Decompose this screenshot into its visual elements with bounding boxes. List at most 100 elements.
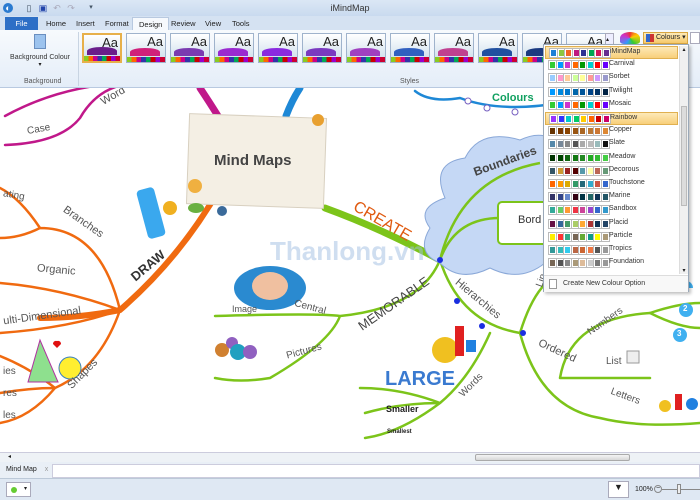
list-label[interactable]: List [606, 356, 622, 367]
colour-swatch [593, 152, 602, 163]
branch-label-partial[interactable]: ies [3, 366, 16, 377]
palette-name: Slate [609, 139, 625, 147]
watermark: Thanlong.vn [270, 236, 425, 266]
save-icon[interactable]: ▣ [38, 3, 48, 13]
colour-palette-item[interactable]: Rainbow [545, 112, 678, 125]
tab-mind-map[interactable]: Mind Map x [6, 466, 48, 473]
redo-icon[interactable]: ↷ [67, 3, 75, 13]
colour-swatch [563, 99, 572, 110]
colour-swatch [585, 231, 595, 242]
branch-draw-children [0, 186, 122, 425]
style-thumbnail[interactable]: Aa [302, 33, 342, 63]
tab-area [52, 464, 700, 478]
tab-design[interactable]: Design [132, 17, 170, 31]
colour-palette-item[interactable]: Tropics [545, 244, 678, 257]
tab-tools[interactable]: Tools [232, 19, 250, 28]
colour-palette-item[interactable]: Sandbox [545, 204, 678, 217]
colour-swatch [578, 139, 587, 150]
undo-icon[interactable]: ↶ [53, 3, 61, 13]
style-swoosh [526, 48, 556, 56]
style-thumbnail[interactable]: Aa [258, 33, 298, 63]
colour-palette-item[interactable]: Placid [545, 218, 678, 231]
colour-palette-item[interactable]: Decorous [545, 165, 678, 178]
horizontal-scrollbar[interactable]: ◂ [0, 452, 700, 462]
branch-label-partial[interactable]: les [3, 410, 16, 421]
new-icon[interactable]: ▯ [26, 3, 32, 13]
paint-bucket-icon [34, 34, 46, 49]
colour-palette-item[interactable]: Particle [545, 231, 678, 244]
colour-swatch [563, 165, 572, 176]
palette-icon[interactable] [620, 32, 640, 44]
colour-palette-item[interactable]: Carnival [545, 59, 678, 72]
style-thumbnail[interactable]: Aa [170, 33, 210, 63]
colour-palette-item[interactable]: Marine [545, 191, 678, 204]
close-tab-icon[interactable]: x [44, 466, 49, 473]
customize-icon[interactable]: ▾ [89, 4, 93, 11]
style-thumbnail[interactable]: Aa [478, 33, 518, 63]
colour-swatch [601, 48, 611, 58]
colour-swatch [600, 258, 610, 269]
zoom-slider[interactable] [662, 489, 700, 490]
colour-palette-item[interactable]: Copper [545, 125, 678, 138]
tab-file[interactable]: File [5, 17, 38, 31]
colour-palette-item[interactable]: Foundation [545, 257, 678, 270]
colour-swatch [593, 179, 602, 189]
filter-icon[interactable]: ▼ [608, 481, 629, 498]
style-thumbnail[interactable]: Aa [126, 33, 166, 63]
branch-lines [0, 88, 700, 440]
colour-swatch [564, 48, 573, 58]
dropdown-arrow-icon: ▾ [24, 486, 28, 492]
style-thumbnail[interactable]: Aa [434, 33, 474, 63]
colour-swatch [563, 152, 572, 163]
create-new-colour-option[interactable]: Create New Colour Option [544, 275, 688, 292]
colour-palette-item[interactable]: Meadow [545, 152, 678, 165]
colour-palette-item[interactable]: Slate [545, 138, 678, 151]
colours-button[interactable]: Colours ▾ [643, 32, 688, 44]
colour-palette-item[interactable]: Twilight [545, 86, 678, 99]
colour-swatch [600, 245, 610, 255]
colour-palette-item[interactable]: iMindMap [545, 46, 678, 59]
colour-swatch [578, 258, 587, 269]
image-label[interactable]: Image [232, 304, 258, 314]
font-icon[interactable] [690, 32, 700, 44]
scroll-left-icon[interactable]: ◂ [8, 454, 12, 460]
smallest-label[interactable]: Smallest [387, 429, 412, 435]
border-label[interactable]: Bord [518, 214, 542, 226]
style-thumbnail[interactable]: Aa [214, 33, 254, 63]
colour-palette-item[interactable]: Mosaic [545, 99, 678, 112]
app-icon[interactable]: ◐ [3, 3, 13, 13]
large-label[interactable]: LARGE [385, 368, 455, 390]
colour-palette-item[interactable]: Touchstone [545, 178, 678, 191]
colour-swatch [548, 218, 557, 229]
style-thumbnail[interactable]: Aa [346, 33, 386, 63]
branch-label-partial[interactable]: res [3, 388, 17, 399]
colour-palette-item[interactable]: Sorbet [545, 72, 678, 85]
colour-swatch [563, 192, 572, 203]
colour-swatch [563, 179, 572, 189]
colours-label[interactable]: Colours [492, 92, 534, 104]
tab-format[interactable]: Format [105, 19, 129, 28]
colour-swatch [555, 73, 565, 84]
central-topic-card[interactable] [185, 113, 328, 209]
tab-home[interactable]: Home [46, 19, 67, 28]
tab-insert[interactable]: Insert [76, 19, 95, 28]
central-topic-label[interactable]: Mind Maps [214, 152, 292, 169]
scroll-thumb[interactable] [475, 454, 630, 461]
background-colour-button[interactable]: Background Colour ▾ [4, 32, 76, 76]
colour-swatch [594, 48, 603, 58]
smaller-label[interactable]: Smaller [386, 404, 419, 414]
menu-scrollbar[interactable]: ▴ ▾ [679, 46, 688, 274]
tab-view[interactable]: View [205, 19, 222, 28]
zoom-slider-thumb[interactable] [677, 484, 681, 494]
tab-review[interactable]: Review [171, 19, 196, 28]
colour-swatch [570, 99, 580, 110]
zoom-out-icon[interactable]: − [654, 485, 662, 493]
style-thumbnail[interactable]: Aa [82, 33, 122, 63]
colour-swatch [579, 48, 588, 58]
status-menu-button[interactable]: ▾ [6, 482, 31, 497]
style-thumbnail[interactable]: Aa [390, 33, 430, 63]
style-colour-bar [391, 57, 429, 62]
style-swoosh [262, 48, 292, 56]
menu-scroll-thumb[interactable] [681, 106, 687, 206]
